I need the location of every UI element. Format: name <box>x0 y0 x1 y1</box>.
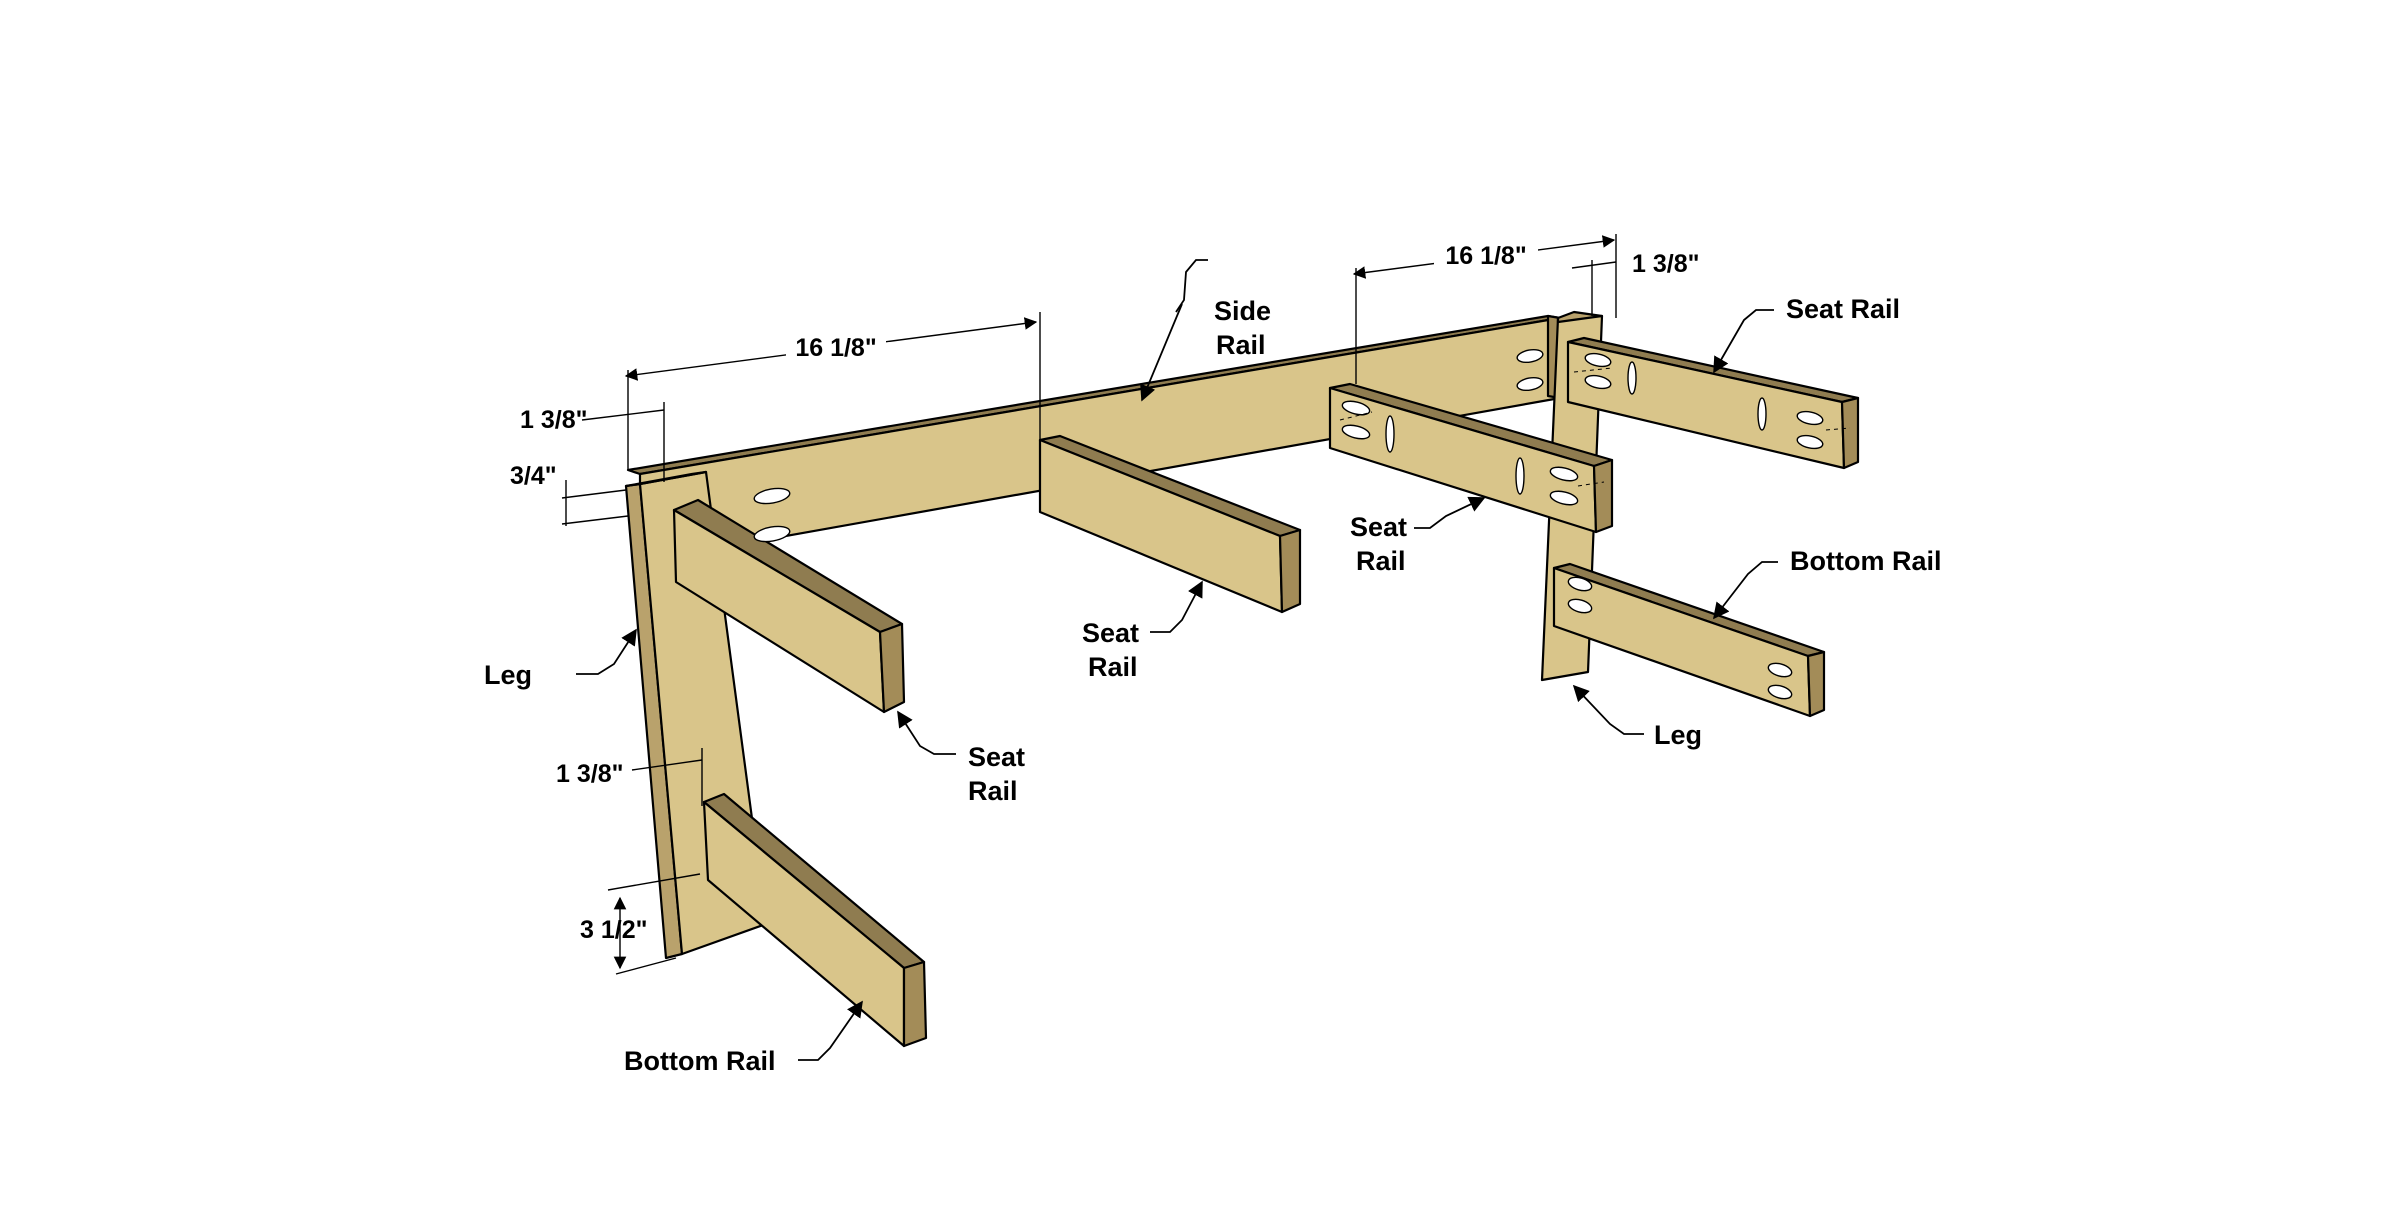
dimension-thickness: 3/4" <box>510 462 629 526</box>
bottom-rail-right <box>1552 562 1826 718</box>
dim-thickness-text: 3/4" <box>510 462 557 490</box>
callout-leg-right: Leg <box>1572 684 1702 750</box>
label-seat-rail-center-line1: Seat <box>1350 512 1407 542</box>
label-side-rail-line2: Rail <box>1216 330 1266 360</box>
dim-span-left-text: 16 1/8" <box>795 334 876 362</box>
label-seat-rail-middle-line2: Rail <box>1088 652 1138 682</box>
dimension-bottom-height: 3 1/2" <box>580 873 701 975</box>
seat-rail-left <box>672 498 906 714</box>
dimension-span-right: 16 1/8" <box>1352 234 1617 384</box>
callout-side-rail: Side Rail <box>1140 259 1271 402</box>
seat-rail-middle <box>1038 434 1302 614</box>
bottom-rail-left <box>702 792 928 1048</box>
label-seat-rail-middle-line1: Seat <box>1082 618 1139 648</box>
label-seat-rail-right: Seat Rail <box>1786 294 1900 324</box>
label-leg-right: Leg <box>1654 720 1702 750</box>
callout-seat-rail-left: Seat Rail <box>897 710 1025 806</box>
side-rail <box>626 314 1562 564</box>
callout-bottom-rail-left: Bottom Rail <box>624 1000 863 1076</box>
side-rail-pocket-holes <box>753 348 1544 543</box>
callout-seat-rail-center: Seat Rail <box>1350 496 1486 576</box>
seat-rail-right <box>1566 336 1860 470</box>
dim-offset-bottom-text: 1 3/8" <box>556 760 623 788</box>
callout-seat-rail-middle: Seat Rail <box>1082 580 1203 682</box>
dimension-span-left: 16 1/8" <box>624 312 1041 470</box>
callout-leg-left: Leg <box>484 628 637 690</box>
label-bottom-rail-right: Bottom Rail <box>1790 546 1942 576</box>
dimension-offset-bottom: 1 3/8" <box>556 748 703 806</box>
dimension-offset-top-left: 1 3/8" <box>520 402 665 482</box>
label-seat-rail-left-line2: Rail <box>968 776 1018 806</box>
label-leg-left: Leg <box>484 660 532 690</box>
label-bottom-rail-left: Bottom Rail <box>624 1046 776 1076</box>
dim-offset-top-left-text: 1 3/8" <box>520 406 587 434</box>
callout-bottom-rail-right: Bottom Rail <box>1713 546 1942 620</box>
callout-seat-rail-right: Seat Rail <box>1713 294 1900 374</box>
dim-bottom-height-text: 3 1/2" <box>580 916 647 944</box>
label-seat-rail-left-line1: Seat <box>968 742 1025 772</box>
dim-offset-top-right-text: 1 3/8" <box>1632 250 1699 278</box>
label-side-rail-line1: Side <box>1214 296 1271 326</box>
dim-span-right-text: 16 1/8" <box>1445 242 1526 270</box>
label-seat-rail-center-line2: Rail <box>1356 546 1406 576</box>
dimension-offset-top-right: 1 3/8" <box>1571 250 1699 316</box>
seat-rail-center <box>1328 382 1614 534</box>
